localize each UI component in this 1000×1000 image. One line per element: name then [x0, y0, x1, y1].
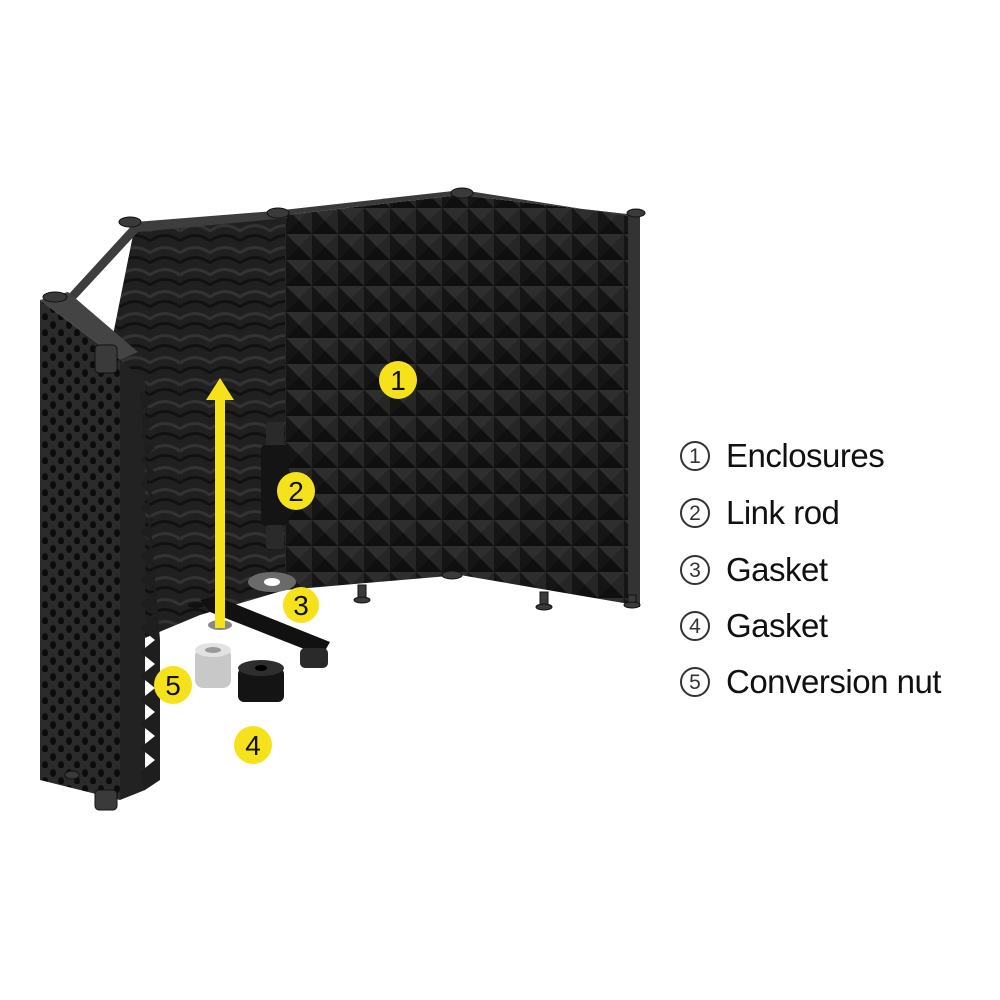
legend-label: Gasket: [726, 607, 828, 644]
gasket-washer: [248, 572, 296, 592]
legend-label: Enclosures: [726, 437, 885, 474]
assembly-arrow: [206, 378, 234, 628]
legend-label: Link rod: [726, 494, 840, 531]
callout-4: 4: [234, 726, 272, 764]
legend-item-gasket-3: 3 Gasket: [680, 542, 990, 598]
legend-label: Conversion nut: [726, 663, 941, 700]
link-rod: [261, 422, 289, 549]
legend-item-enclosures: 1 Enclosures: [680, 428, 990, 484]
conversion-nut: [195, 643, 231, 688]
hinge-knobs: [42, 187, 646, 811]
callout-2: 2: [277, 472, 315, 510]
legend-item-conversion-nut: 5 Conversion nut: [680, 654, 990, 710]
left-inner-panel: [68, 210, 287, 660]
legend-number: 3: [680, 555, 710, 585]
legend-number: 2: [680, 498, 710, 528]
parts-legend: 1 Enclosures 2 Link rod 3 Gasket 4 Gaske…: [680, 428, 990, 710]
outer-left-panel: [40, 292, 160, 800]
svg-text:1: 1: [390, 365, 406, 396]
legend-item-gasket-4: 4 Gasket: [680, 598, 990, 654]
legend-number: 1: [680, 441, 710, 471]
legend-number: 5: [680, 667, 710, 697]
legend-number: 4: [680, 611, 710, 641]
callout-1: 1: [379, 361, 417, 399]
black-knurled-nut: [238, 660, 284, 702]
legend-label: Gasket: [726, 551, 828, 588]
center-right-panels: [283, 190, 640, 607]
svg-text:5: 5: [165, 670, 181, 701]
legend-item-link-rod: 2 Link rod: [680, 484, 990, 542]
callout-5: 5: [154, 666, 192, 704]
svg-text:4: 4: [245, 730, 261, 761]
svg-text:2: 2: [288, 476, 304, 507]
callout-3: 3: [283, 587, 319, 623]
svg-text:3: 3: [293, 590, 309, 621]
